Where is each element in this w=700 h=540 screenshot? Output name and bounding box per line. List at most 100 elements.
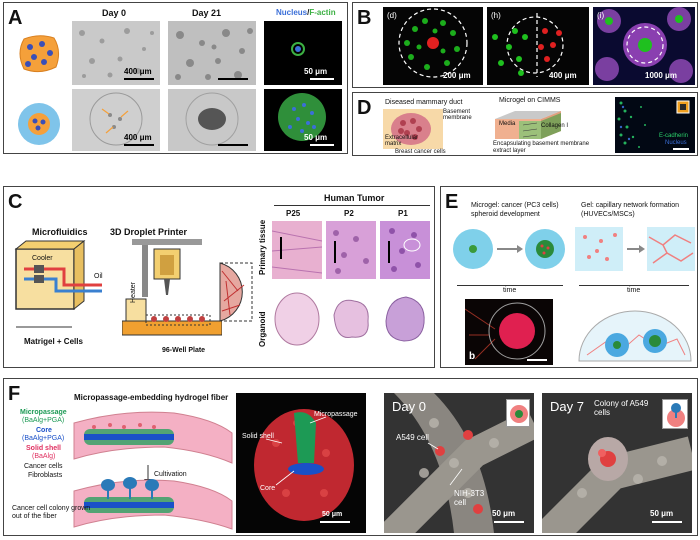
duct-schematic (383, 109, 443, 149)
scale-label-a-day0-bottom: 400 μm (124, 133, 152, 142)
cultivation-label: Cultivation (154, 471, 187, 478)
panel-b: B (d) 200 μm (h) 400 μm (352, 2, 698, 88)
sub-label-b-e: b (469, 351, 476, 362)
microgel-cimms-title: Microgel on CIMMS (499, 97, 561, 104)
micrograph-e-spheroid: b (465, 299, 553, 365)
extracellular-matrix-label: Extracellular matrix (385, 135, 419, 147)
micrograph-b-d: (d) 200 μm (383, 7, 483, 85)
col-p2: P2 (344, 209, 354, 218)
legend-fibroblasts: Fibroblasts (28, 472, 63, 479)
nih-label: NIH-3T3 cell (454, 489, 485, 507)
encapsulating-label: Encapsulating basement membrane extract … (493, 141, 590, 154)
micrograph-f-day0: Day 0 A549 cell NIH-3T3 cell 50 μm (384, 393, 534, 533)
schematic-encapsulated-cells (16, 101, 62, 147)
scale-label-f-day7: 50 μm (650, 509, 674, 518)
scale-bar-e (527, 359, 547, 361)
time-axis-2 (579, 285, 689, 286)
scale-bar-a-fluor-bottom (310, 144, 334, 146)
colony-a549-label: Colony of A549 cells (594, 399, 649, 417)
histology-organoid-p25 (272, 285, 322, 359)
scale-bar-a-day0-top (124, 78, 154, 80)
histology-organoid-p2 (326, 285, 376, 359)
diseased-duct-label: Diseased mammary duct (385, 99, 463, 106)
sub-label-h: (h) (491, 11, 501, 20)
scale-label-b-i: 1000 μm (645, 71, 678, 80)
legend-solid-shell: Solid shell (26, 445, 62, 452)
histology-organoid-p1 (380, 285, 430, 359)
gel-schematic (575, 223, 695, 279)
panel-c: C Microfluidics 3D Droplet Printer Coole… (3, 186, 435, 368)
basement-membrane-label: Basement membrane (443, 109, 472, 121)
colony-label: Cancer cell colony grown out of the fibe… (12, 505, 91, 520)
fiber-title: Micropassage-embedding hydrogel fiber (74, 393, 229, 402)
day0-f-label: Day 0 (392, 399, 426, 414)
inset-day0 (506, 399, 530, 427)
breast-cancer-cells-label: Breast cancer cells (395, 149, 446, 155)
dome-schematic (577, 305, 693, 363)
scale-bar-a-fluor-top (310, 78, 334, 80)
nucleus-label-d: Nucleus (665, 140, 687, 146)
panel-b-label: B (357, 7, 372, 29)
panel-a: A Day 0 Day 21 Nucleus/F-actin 400 μ (3, 2, 348, 154)
gel-description: Gel: capillary network formation (HUVECs… (581, 202, 680, 218)
histology-primary-p2 (326, 221, 376, 279)
legend-micropassage-comp: (BaAlg+PGA) (22, 417, 65, 424)
legend-nucleus: Nucleus (276, 8, 308, 17)
fluorescence-encapsulated: 50 μm (264, 89, 342, 151)
time-axis-1 (457, 285, 563, 286)
cooler-label: Cooler (32, 255, 53, 262)
schematic-dispersed-cells (16, 33, 62, 75)
sec-micropassage-label: Micropassage (314, 411, 358, 418)
human-tumor-rule (274, 205, 430, 206)
micrograph-b-h: (h) 400 μm (487, 7, 589, 85)
sec-scale-bar (320, 521, 350, 523)
scale-bar-a-day21-top (218, 78, 248, 80)
scale-bar-d (673, 148, 689, 150)
scale-label-a-day0-top: 400 μm (124, 67, 152, 76)
sub-label-d: (d) (387, 11, 397, 20)
printer-schematic (121, 239, 223, 349)
micrograph-f-day7: Day 7 Colony of A549 cells 50 μm (542, 393, 692, 533)
micrograph-day21-dispersed (168, 21, 256, 85)
scale-bar-f-day0 (494, 521, 524, 523)
row-primary-tissue: Primary tissue (258, 219, 267, 275)
fiber-cross-section: Solid shell Micropassage Core 50 μm (236, 393, 366, 533)
droplet-closeup (200, 261, 254, 323)
microgel-schematic (449, 223, 569, 279)
time-label-1: time (503, 287, 517, 294)
scale-bar-f-day7 (652, 521, 682, 523)
panel-c-label: C (8, 191, 23, 213)
micrograph-d-ecadherin: E-cadherin Nucleus (615, 97, 695, 153)
cimms-schematic (491, 107, 573, 141)
day0-header: Day 0 (102, 8, 127, 18)
legend-separator: / (307, 8, 310, 17)
panel-e: E Microgel: cancer (PC3 cells) spheroid … (440, 186, 698, 368)
plate-label: 96-Well Plate (162, 347, 206, 354)
panel-e-label: E (445, 191, 459, 213)
scale-bar-a-day0-bottom (124, 144, 154, 146)
ecadherin-label: E-cadherin (659, 133, 689, 139)
panel-d: D Diseased mammary duct Basement membran… (352, 92, 698, 156)
micrograph-day0-encapsulated: 400 μm (72, 89, 160, 151)
scale-label-b-d: 200 μm (443, 71, 471, 80)
collagen-label: Collagen I (541, 123, 569, 129)
sec-core-label: Core (260, 485, 276, 492)
stain-legend: Nucleus/F-actin (276, 8, 336, 17)
microgel-description: Microgel: cancer (PC3 cells) spheroid de… (471, 202, 559, 218)
scale-label-a-fluor-bottom: 50 μm (304, 133, 328, 142)
legend-core-comp: (BaAlg+PGA) (22, 435, 65, 442)
panel-a-label: A (8, 7, 23, 29)
col-p25: P25 (286, 209, 301, 218)
histology-primary-p25 (272, 221, 322, 279)
micrograph-day0-dispersed: 400 μm (72, 21, 160, 85)
printer-title: 3D Droplet Printer (110, 227, 188, 237)
sec-scale-label: 50 μm (322, 511, 343, 518)
day21-header: Day 21 (192, 8, 222, 18)
fiber-schematic (64, 403, 234, 533)
legend-micropassage: Micropassage (20, 409, 67, 416)
day7-f-label: Day 7 (550, 399, 584, 414)
time-label-2: time (627, 287, 641, 294)
legend-factin: F-actin (309, 8, 336, 17)
matrigel-label: Matrigel + Cells (24, 337, 83, 346)
scale-label-f-day0: 50 μm (492, 509, 516, 518)
